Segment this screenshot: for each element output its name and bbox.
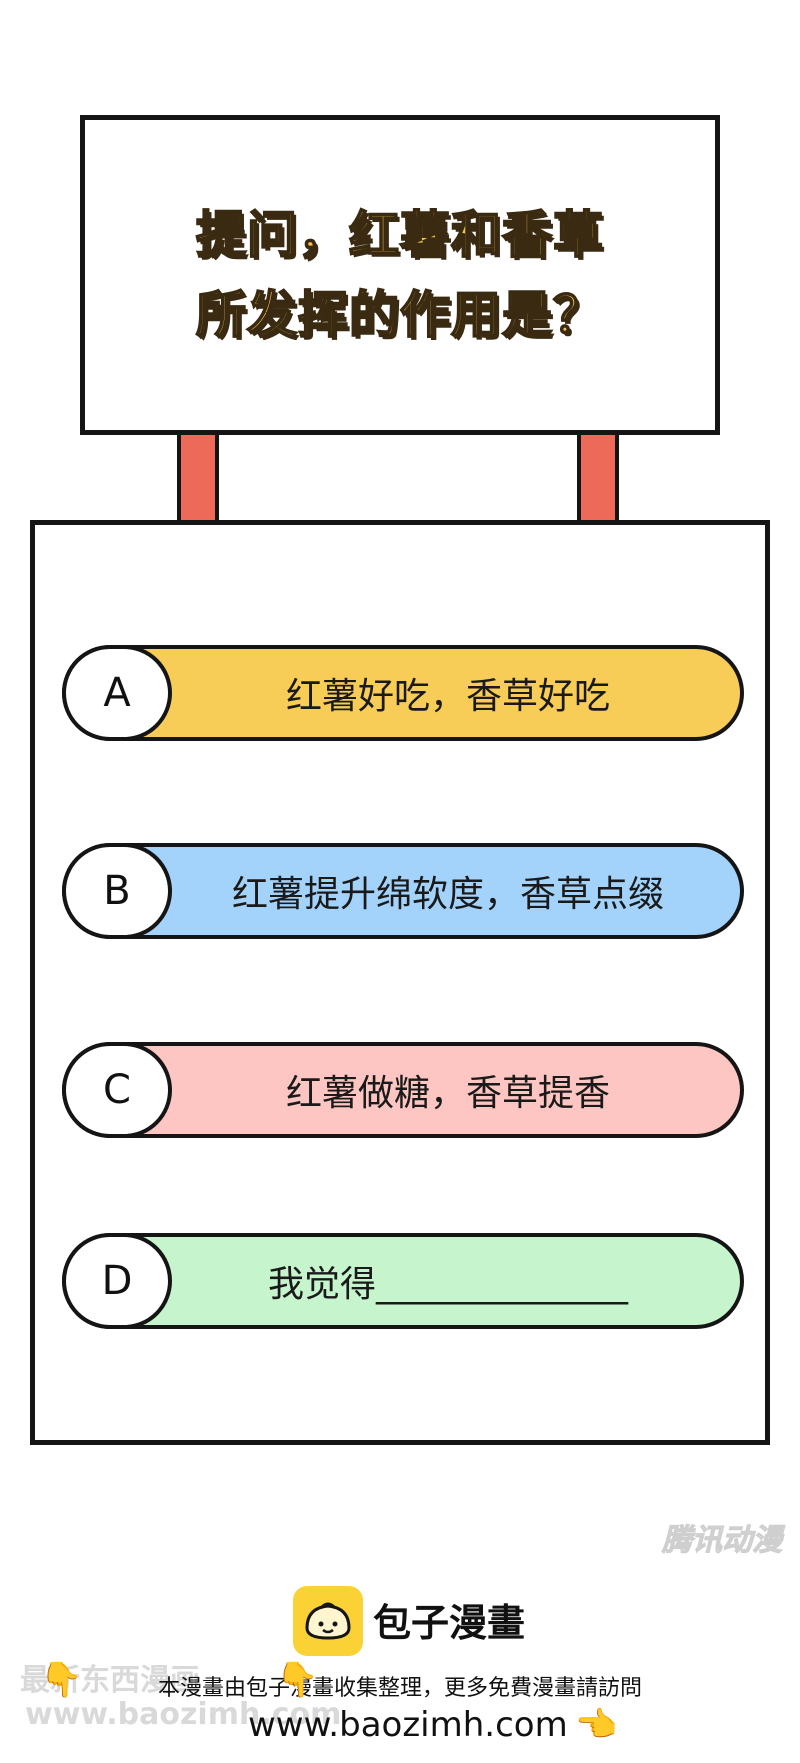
- option-b-text: 红薯提升绵软度，香草点缀: [231, 874, 664, 915]
- option-a[interactable]: A 红薯好吃，香草好吃: [62, 645, 744, 741]
- option-a-text: 红薯好吃，香草好吃: [285, 676, 610, 717]
- footer-url-link[interactable]: www.baozimh.com: [248, 1705, 568, 1745]
- option-c-letter: C: [62, 1042, 172, 1138]
- sign-post-right: [577, 435, 619, 523]
- pointing-left-icon: 👈: [575, 1705, 618, 1745]
- left-watermark-line1: 最新东西漫画: [20, 1663, 200, 1698]
- option-d-text: 我觉得______________: [267, 1264, 628, 1305]
- option-b-letter: B: [62, 843, 172, 939]
- tencent-watermark: 腾讯动漫: [662, 1523, 783, 1559]
- sign-post-left: [177, 435, 219, 523]
- option-a-letter: A: [62, 645, 172, 741]
- pointing-down-icon-2: 👇: [276, 1660, 319, 1700]
- baozi-logo-icon[interactable]: [293, 1586, 363, 1656]
- left-watermark-line2: www.baozimh.com: [25, 1697, 342, 1732]
- footer-notice: 本漫畫由包子漫畫收集整理，更多免費漫畫請訪問: [157, 1676, 642, 1701]
- option-c-text: 红薯做糖，香草提香: [285, 1073, 610, 1114]
- question-line-2: 所发挥的作用是？: [195, 285, 604, 345]
- option-d-letter: D: [62, 1233, 172, 1329]
- brand-name: 包子漫畫: [373, 1601, 526, 1645]
- option-b[interactable]: B 红薯提升绵软度，香草点缀: [62, 843, 744, 939]
- question-line-1: 提问，红薯和香草: [195, 205, 604, 265]
- option-c[interactable]: C 红薯做糖，香草提香: [62, 1042, 744, 1138]
- bun-icon: [305, 1602, 351, 1640]
- pointing-down-icon: 👇: [40, 1660, 83, 1700]
- question-sign: 提问，红薯和香草 所发挥的作用是？: [80, 115, 720, 435]
- option-d[interactable]: D 我觉得______________: [62, 1233, 744, 1329]
